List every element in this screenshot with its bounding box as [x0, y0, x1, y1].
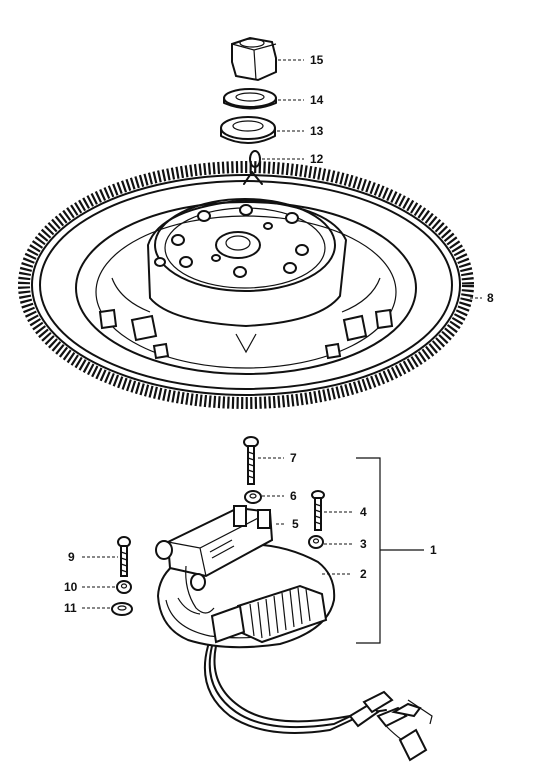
callout-1: 1 — [430, 543, 437, 557]
callout-7: 7 — [290, 451, 297, 465]
part-9-screw — [117, 536, 131, 577]
part-2-coil — [210, 584, 328, 644]
flywheel-hub-holes — [154, 204, 309, 278]
callout-10: 10 — [64, 580, 78, 594]
part-13-washer — [220, 116, 276, 144]
part-10-washer — [116, 580, 132, 594]
stator-lead-wires — [203, 645, 433, 762]
callout-9: 9 — [68, 550, 75, 564]
callout-11: 11 — [64, 601, 77, 615]
part-8-flywheel — [18, 161, 474, 409]
assembly-bracket-1 — [356, 457, 424, 644]
flywheel-magnet-bosses — [98, 308, 394, 360]
callout-15: 15 — [310, 53, 324, 67]
callout-13: 13 — [310, 124, 324, 138]
callout-14: 14 — [310, 93, 324, 107]
part-3-washer — [308, 535, 324, 549]
part-14-lock-washer — [223, 88, 277, 110]
callout-2: 2 — [360, 567, 367, 581]
ring-gear-teeth — [18, 161, 474, 409]
part-15-hex-nut — [231, 36, 277, 82]
part-5-pulser-coil — [155, 505, 274, 578]
callout-12: 12 — [310, 152, 324, 166]
part-7-screw — [243, 436, 259, 485]
callout-labels: 15 14 13 12 8 7 6 5 4 3 2 1 9 10 11 — [64, 53, 494, 615]
callout-3: 3 — [360, 537, 367, 551]
callout-6: 6 — [290, 489, 297, 503]
callout-5: 5 — [292, 517, 299, 531]
part-1-stator-assembly — [155, 505, 336, 649]
leader-lines — [82, 59, 482, 609]
callout-8: 8 — [487, 291, 494, 305]
part-4-screw — [311, 490, 325, 531]
callout-4: 4 — [360, 505, 367, 519]
part-11-flat-washer — [111, 602, 133, 616]
part-6-washer — [244, 490, 262, 504]
